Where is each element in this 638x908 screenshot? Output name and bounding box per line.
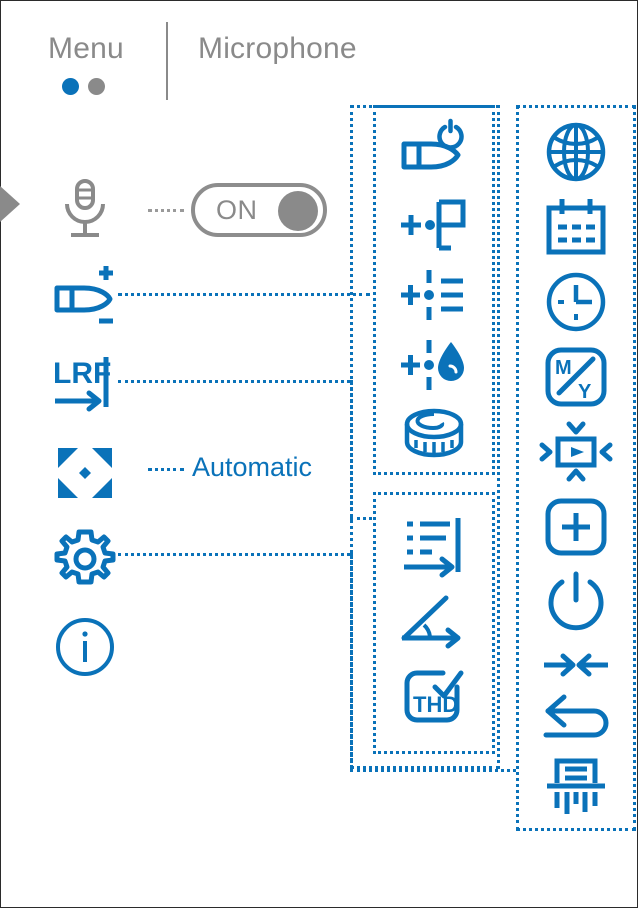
menu-item-calibration[interactable] (541, 630, 611, 700)
shredder-icon (544, 754, 608, 816)
gear-settings-icon (53, 527, 117, 591)
section-title: Microphone (198, 32, 357, 65)
menu-item-humidity[interactable] (399, 330, 469, 400)
menu-item-bullet-power[interactable] (399, 118, 469, 188)
menu-item-thd[interactable]: THD (399, 660, 469, 730)
ballistics-submenu-box (373, 105, 495, 475)
measuring-tape-icon (402, 406, 466, 464)
header-divider (166, 22, 168, 100)
page-dot-active[interactable] (62, 78, 79, 95)
bullet-power-icon (400, 118, 468, 184)
sidebar-item-lrf[interactable]: LRF (48, 348, 122, 422)
sidebar-item-ballistics[interactable] (48, 262, 122, 336)
sidebar-item-microphone[interactable] (48, 172, 122, 246)
connector-lrf-horizontal (118, 380, 350, 383)
sidebar-item-settings[interactable] (48, 522, 122, 596)
toggle-value-label: ON (216, 194, 258, 225)
page-indicator (62, 78, 105, 95)
toggle-knob[interactable] (278, 191, 318, 231)
settings-submenu-box (516, 105, 636, 831)
connector-lrf-into-box (350, 517, 372, 520)
info-circle-icon (54, 616, 116, 678)
menu-item-angle-slope[interactable] (399, 588, 469, 658)
microphone-toggle[interactable]: ON (191, 183, 327, 237)
menu-item-default-settings[interactable] (541, 685, 611, 755)
menu-item-language[interactable] (541, 117, 611, 187)
plus-box-icon (545, 498, 607, 556)
page-title: Menu (48, 32, 124, 65)
menu-item-time[interactable] (541, 267, 611, 337)
connector-reticle (148, 468, 184, 471)
thd-check-icon: THD (401, 665, 467, 725)
clock-time-icon (545, 271, 607, 333)
svg-text:LRF: LRF (53, 357, 111, 390)
connector-microphone (148, 209, 184, 212)
lrf-rangefinder-icon: LRF (53, 355, 117, 415)
sidebar-item-information[interactable] (48, 610, 122, 684)
angle-slope-icon (400, 594, 468, 652)
menu-item-reticle-list[interactable] (399, 260, 469, 330)
undo-return-icon (542, 693, 610, 747)
menu-item-power[interactable] (541, 567, 611, 637)
reticle-humidity-icon (401, 336, 467, 394)
reticle-brightness-icon (54, 442, 116, 504)
connector-settings-into-column (350, 769, 516, 772)
svg-text:M: M (555, 357, 572, 379)
page-dot-inactive[interactable] (88, 78, 105, 95)
reticle-list-icon (401, 266, 467, 324)
sidebar-item-reticle[interactable] (48, 436, 122, 510)
menu-item-measurement-list[interactable] (399, 512, 469, 582)
menu-item-measuring-tape[interactable] (399, 400, 469, 470)
menu-item-zero-profile[interactable] (399, 190, 469, 260)
zero-profile-icon (401, 196, 467, 254)
reticle-mode-value: Automatic (192, 452, 313, 482)
menu-item-delete-all[interactable] (541, 750, 611, 820)
units-m-y-icon: M Y (545, 347, 607, 407)
svg-text:THD: THD (413, 692, 458, 717)
video-compress-icon (539, 421, 613, 483)
arrows-inward-icon (542, 645, 610, 685)
selection-pointer-icon (0, 186, 20, 222)
menu-item-date[interactable] (541, 192, 611, 262)
menu-item-units[interactable]: M Y (541, 342, 611, 412)
svg-text:Y: Y (578, 381, 592, 403)
globe-language-icon (545, 121, 607, 183)
calendar-date-icon (545, 198, 607, 256)
connector-ballistics (118, 293, 370, 296)
ballistics-bullet-icon (52, 266, 118, 330)
lrf-submenu-box (373, 492, 495, 754)
menu-item-add[interactable] (541, 492, 611, 562)
microphone-icon (59, 178, 111, 240)
connector-settings-horizontal (118, 553, 350, 556)
list-arrow-icon (402, 516, 466, 578)
menu-item-video[interactable] (539, 417, 613, 487)
power-icon (545, 571, 607, 632)
